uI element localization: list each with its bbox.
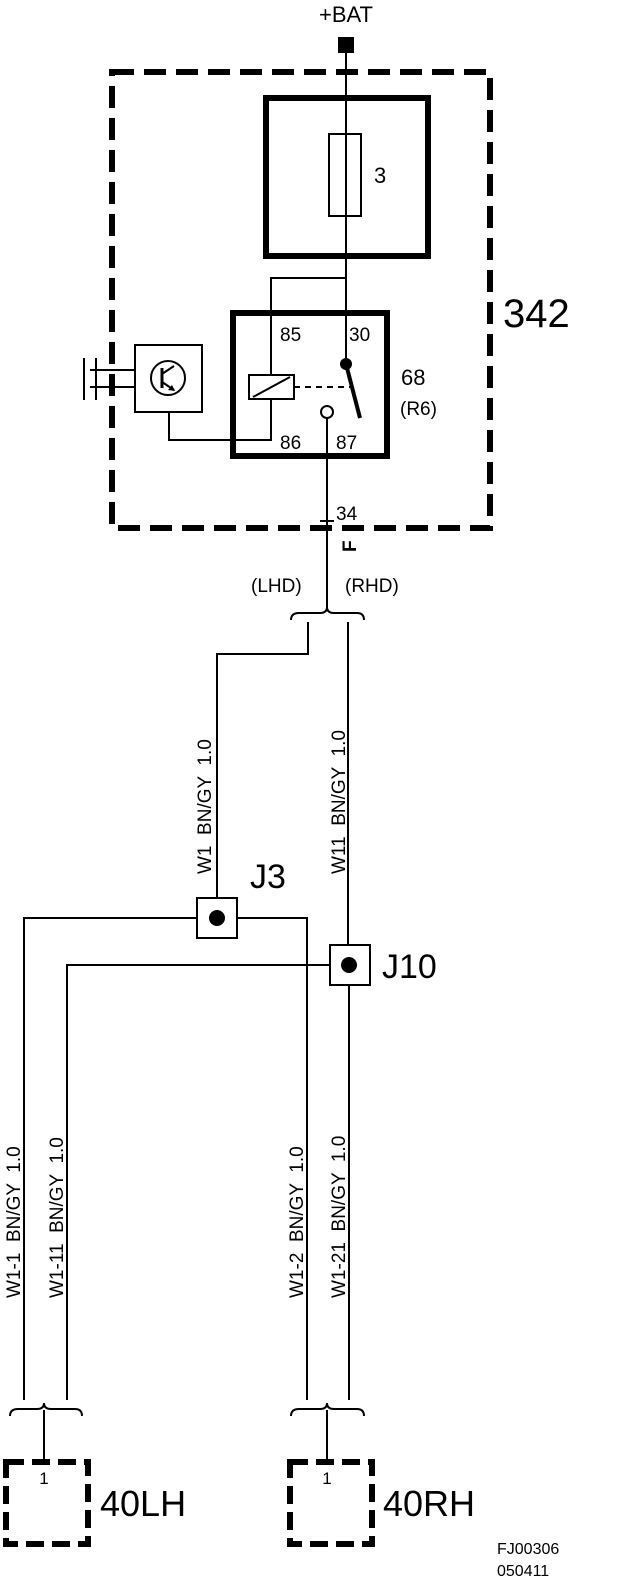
wire-w11-label: W11 BN/GY 1.0 [329, 730, 350, 874]
relay-pin-87: 87 [336, 433, 357, 454]
wire-w1-11 [66, 964, 330, 1400]
wire-w1-1 [23, 917, 197, 1400]
bat-label: +BAT [319, 2, 373, 27]
relay-pin-85: 85 [280, 325, 301, 346]
wire-w1-2-label: W1-2 BN/GY 1.0 [287, 1146, 308, 1298]
wire-w1-21-label: W1-21 BN/GY 1.0 [329, 1136, 350, 1298]
relay-id-label: 68 [401, 365, 425, 390]
fuse-number-label: 3 [374, 163, 386, 188]
load-40lh-pin: 1 [39, 1469, 48, 1488]
junction-j3-label: J3 [250, 858, 286, 896]
wire-w1-2 [237, 917, 308, 1400]
coil-return-wire [168, 399, 272, 441]
sensor-external-leads [83, 358, 135, 400]
relay-pin-30: 30 [349, 325, 370, 346]
relay-pin-86: 86 [280, 433, 301, 454]
junction-j10-label: J10 [382, 948, 437, 986]
switch-arm [344, 363, 362, 419]
wire-w1-1-label: W1-1 BN/GY 1.0 [4, 1146, 25, 1298]
module-id-label: 342 [503, 292, 570, 336]
load-40lh-box [3, 1459, 91, 1547]
load-40rh-label: 40RH [383, 1483, 475, 1524]
figure-code-line2: 050411 [497, 1563, 549, 1580]
contact-87 [320, 405, 334, 419]
connector-f34-pin: 34 [336, 504, 358, 525]
relay-box [230, 310, 390, 459]
load-40rh-box [287, 1459, 375, 1547]
bat-terminal [338, 37, 354, 53]
connector-f34-letter: F [340, 540, 361, 552]
junction-j3-node [209, 910, 225, 926]
variant-brace-top [290, 606, 365, 621]
brace-lh [9, 1402, 83, 1417]
variant-lhd-label: (LHD) [251, 576, 302, 597]
variant-rhd-label: (RHD) [345, 576, 399, 597]
coil-diagonal [252, 376, 291, 398]
relay-ref-label: (R6) [400, 399, 437, 420]
wire-w1-11-label: W1-11 BN/GY 1.0 [47, 1137, 68, 1298]
figure-code-line1: FJ00306 [497, 1541, 559, 1558]
module-342-outline [109, 69, 493, 531]
transistor-icon [150, 360, 186, 396]
load-40lh-label: 40LH [100, 1483, 186, 1524]
load-40rh-pin: 1 [322, 1469, 331, 1488]
brace-rh [290, 1402, 365, 1417]
wire-w1-label: W1 BN/GY 1.0 [195, 739, 216, 874]
junction-j10-node [341, 957, 357, 973]
wire-w1 [216, 622, 309, 915]
sensor-box [134, 344, 203, 413]
